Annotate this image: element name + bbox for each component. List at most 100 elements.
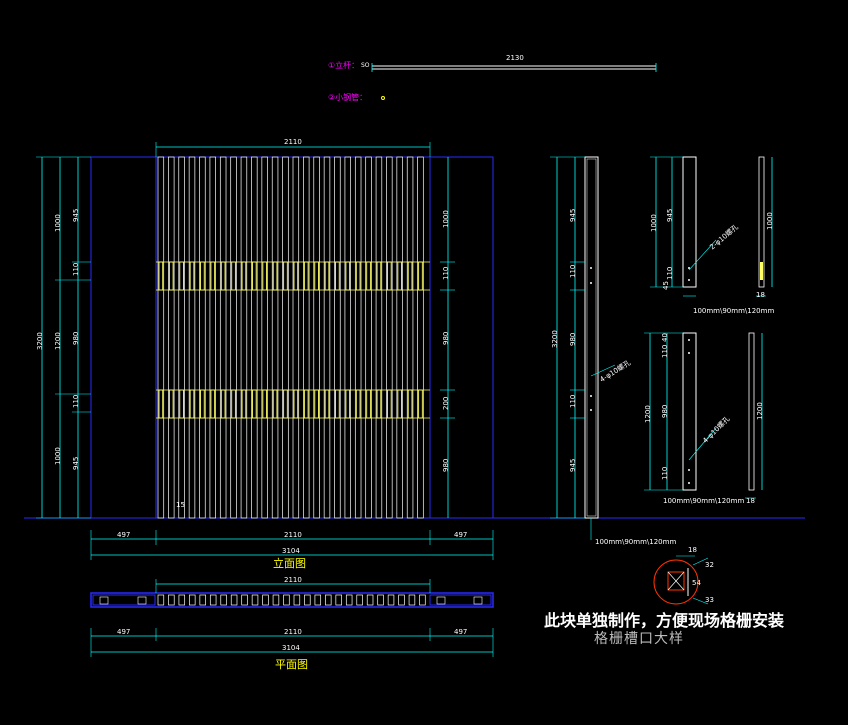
plan-slat — [220, 594, 227, 606]
dim-lower-detail-980: 980 — [661, 404, 669, 418]
upper-detail-outline — [682, 156, 697, 288]
dim-slot-33: 33 — [705, 596, 714, 604]
band-slot — [168, 389, 174, 419]
legend-rod-label: ①立杆： — [328, 61, 360, 70]
plan-slat — [262, 594, 269, 606]
elevation-slat — [271, 156, 279, 519]
band-slot — [345, 261, 351, 291]
dim-upper-detail-945: 945 — [666, 208, 674, 222]
band-slot — [262, 261, 268, 291]
dim-plan-3104: 3104 — [282, 644, 300, 652]
dim-lower-110: 110 — [72, 394, 80, 408]
elevation-slat — [199, 156, 206, 519]
band-slot — [158, 389, 164, 419]
dim-right-1000: 1000 — [442, 210, 450, 228]
dim-post-110-bottom: 110 — [569, 394, 577, 408]
plan-slat — [168, 594, 175, 606]
lower-detail-outline — [682, 332, 697, 491]
band-slot — [397, 261, 403, 291]
dim-plan-2110-top: 2110 — [284, 576, 302, 584]
dim-right-110: 110 — [442, 266, 450, 280]
band-slot — [376, 389, 382, 419]
elevation-slat — [251, 156, 258, 519]
plan-slat — [178, 594, 186, 606]
elevation-slat — [375, 156, 383, 519]
dim-upper-detail-45: 45 — [662, 281, 670, 290]
band-slot — [272, 389, 278, 419]
elevation-slat — [354, 156, 362, 519]
post-side-view — [550, 156, 616, 540]
band-slot — [418, 389, 423, 419]
band-slot — [200, 389, 205, 419]
elevation-slats — [157, 156, 424, 519]
plan-slat — [272, 594, 280, 606]
dim-post-945-top: 945 — [569, 208, 577, 222]
band-slot — [210, 389, 216, 419]
band-slot — [158, 261, 164, 291]
elevation-slat — [396, 156, 403, 519]
dim-total-3104: 3104 — [282, 547, 300, 555]
elevation-slat — [417, 156, 424, 519]
band-slot — [179, 389, 184, 419]
plan-slat — [366, 594, 374, 606]
plan-slat — [356, 594, 363, 606]
detail-title: 格栅槽口大样 — [594, 631, 684, 647]
dim-right-200: 200 — [442, 396, 450, 410]
elevation-slat — [313, 156, 320, 519]
plan-slat — [377, 594, 384, 606]
band-slot — [293, 389, 299, 419]
plan-slat — [241, 594, 248, 606]
dim-lower-detail-1200: 1200 — [644, 405, 652, 423]
fabrication-note: 此块单独制作，方便现场格栅安装 — [544, 611, 785, 630]
band-slot — [189, 389, 195, 419]
dim-lower-detail-40: 40 — [661, 333, 669, 342]
dim-lower-1000: 1000 — [54, 447, 62, 465]
elevation-slat — [334, 156, 341, 519]
dim-lower-detail-110b: 110 — [661, 466, 669, 480]
band-slot — [324, 261, 330, 291]
plan-slat — [189, 594, 196, 606]
band-slot — [407, 389, 413, 419]
legend-rod-length: 2130 — [506, 54, 524, 62]
dim-upper-18: 18 — [756, 291, 765, 299]
dim-upper-1000: 1000 — [54, 214, 62, 232]
band-slot — [314, 261, 319, 291]
band-slot — [283, 261, 288, 291]
band-slot — [355, 261, 361, 291]
post-outline — [584, 156, 599, 519]
band-slot — [387, 261, 392, 291]
dim-left-497: 497 — [117, 531, 131, 539]
band-slot — [366, 261, 371, 291]
plan-slat — [419, 594, 426, 606]
plan-slat — [293, 594, 301, 606]
dim-slot-18: 18 — [688, 546, 697, 554]
elevation-title: 立面图 — [273, 557, 306, 570]
dim-grille-2110: 2110 — [284, 531, 302, 539]
dim-plan-left-497: 497 — [117, 628, 131, 636]
dim-plan-right-497: 497 — [454, 628, 468, 636]
legend-pipe-symbol — [381, 96, 385, 100]
upper-section-note: 100mm\90mm\120mm — [693, 307, 775, 315]
lower-detail-view — [644, 332, 763, 499]
slot-detail — [653, 555, 709, 605]
band-slot — [418, 261, 423, 291]
dim-right-900: 980 — [442, 331, 450, 345]
band-slot — [324, 389, 330, 419]
upper-detail-view — [650, 156, 773, 297]
band-slot — [387, 389, 392, 419]
dim-lower-18: 18 — [746, 497, 755, 505]
plan-slats — [157, 594, 426, 606]
band-slot — [355, 389, 361, 419]
band-slot — [220, 389, 226, 419]
elevation-outline — [90, 156, 494, 519]
plan-slat — [230, 594, 238, 606]
plan-slat — [325, 594, 332, 606]
band-slot — [376, 261, 382, 291]
band-slot — [303, 389, 309, 419]
band-slot — [345, 389, 351, 419]
plan-slat — [304, 594, 311, 606]
elevation-view — [36, 142, 494, 560]
plan-title: 平面图 — [275, 658, 308, 671]
elevation-slat — [240, 156, 248, 519]
